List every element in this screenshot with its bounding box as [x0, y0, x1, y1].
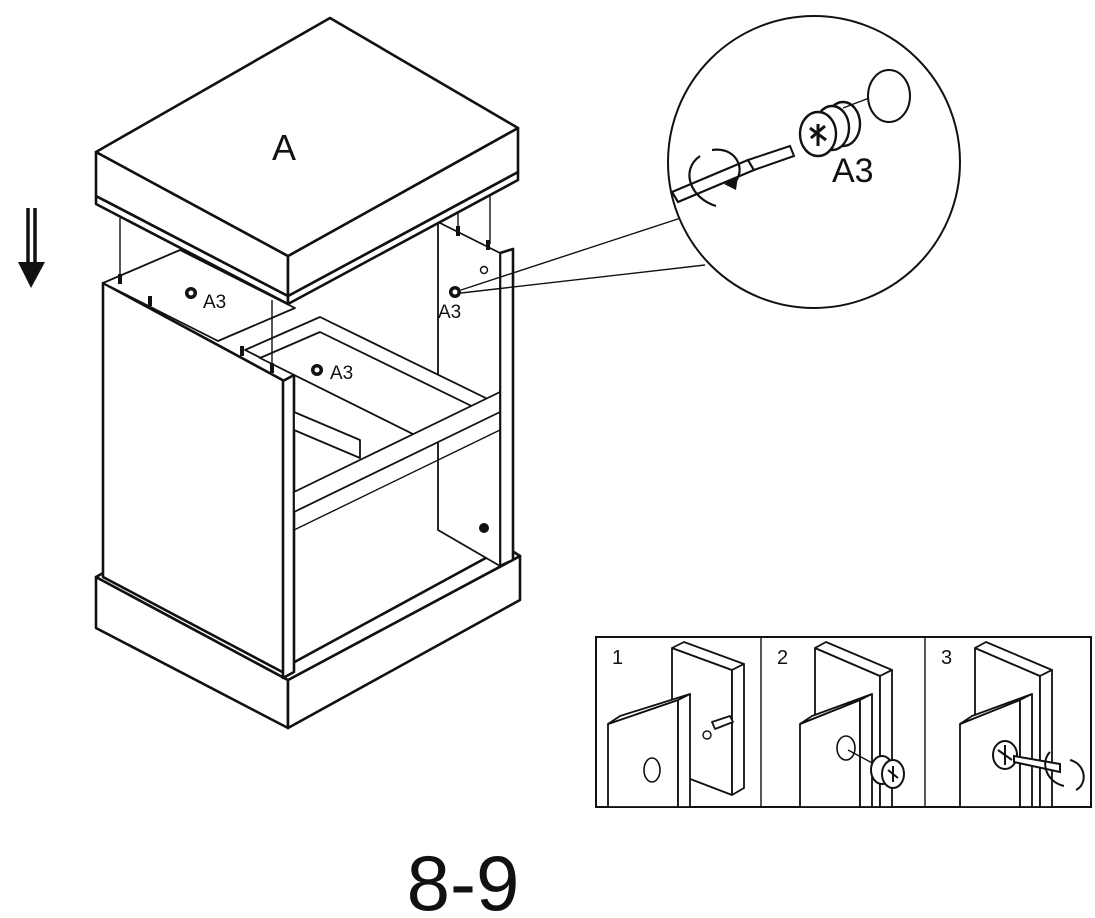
- step-panels: 1 2 3: [595, 636, 1092, 808]
- detail-callout: [460, 15, 961, 309]
- panel-label: A: [272, 127, 296, 168]
- step-number: 8-9: [407, 839, 520, 918]
- cabinet-body: [94, 221, 522, 730]
- detail-label: A3: [832, 152, 874, 190]
- down-arrow-icon: [18, 208, 45, 288]
- cam-lock-icon: [449, 286, 461, 298]
- part-label-a3: A3: [203, 292, 226, 313]
- cam-lock-icon: [185, 287, 197, 299]
- part-label-a3: A3: [438, 302, 461, 323]
- screwdriver-icon: [670, 144, 796, 208]
- step-label-3: 3: [941, 647, 952, 669]
- top-panel-a: [94, 16, 520, 306]
- step-1-illustration: [607, 641, 745, 808]
- step-label-2: 2: [777, 647, 788, 669]
- step-label-1: 1: [612, 647, 623, 669]
- step-2-illustration: [799, 641, 905, 808]
- cam-lock-icon: [798, 91, 886, 158]
- part-label-a3: A3: [330, 363, 353, 384]
- cam-lock-icon: [311, 364, 323, 376]
- step-3-illustration: [959, 641, 1085, 808]
